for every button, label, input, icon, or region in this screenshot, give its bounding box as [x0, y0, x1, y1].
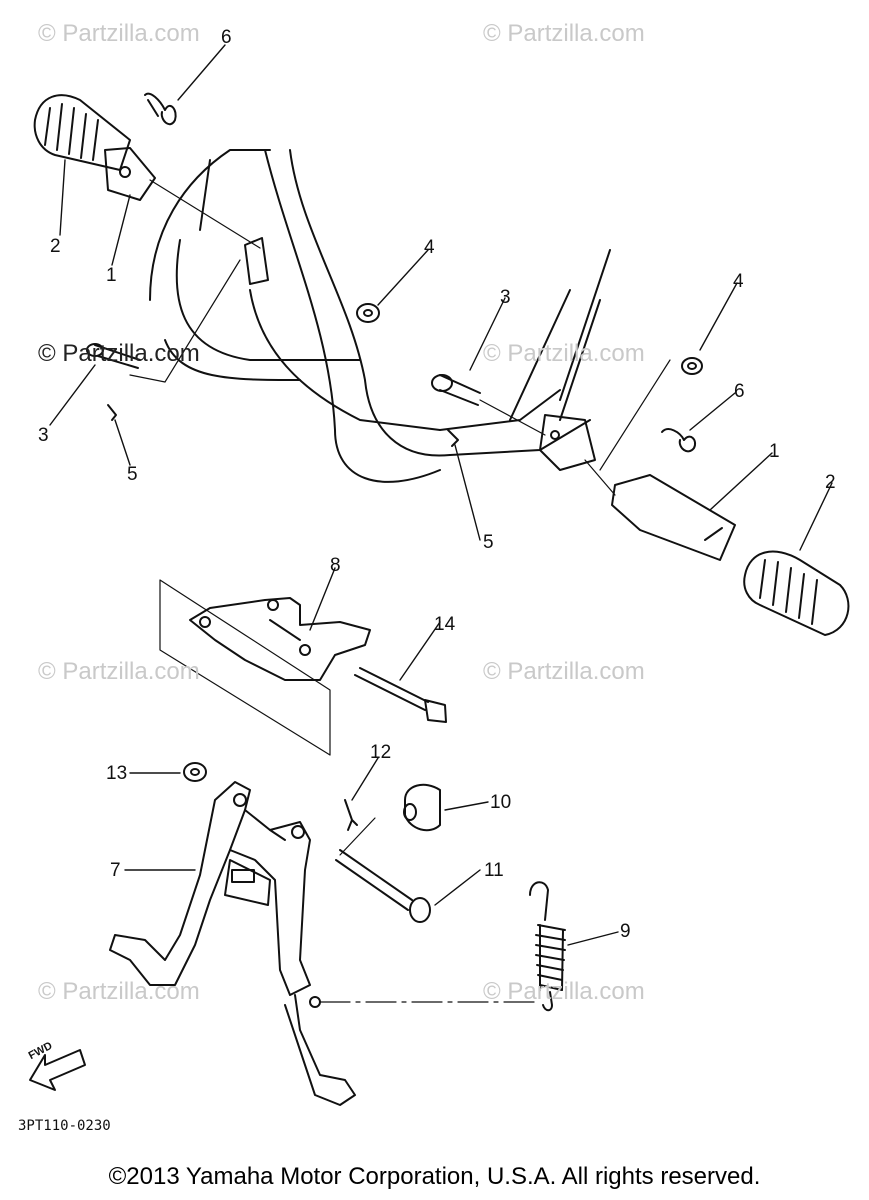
bolt-14	[355, 668, 428, 710]
watermark: © Partzilla.com	[38, 658, 200, 685]
right-washer-4	[682, 358, 702, 374]
callout-4: 4	[424, 237, 435, 258]
copyright-notice: ©2013 Yamaha Motor Corporation, U.S.A. A…	[108, 1163, 761, 1190]
left-footrest-rubber	[35, 95, 130, 170]
right-pin	[440, 375, 480, 405]
right-frame-bracket	[540, 415, 595, 470]
callout-6: 6	[734, 381, 745, 402]
callout-3: 3	[500, 287, 511, 308]
watermark: © Partzilla.com	[483, 978, 645, 1005]
watermark: © Partzilla.com	[38, 20, 200, 47]
callout-2: 2	[50, 236, 61, 257]
spring-9	[530, 882, 565, 1010]
left-pin-head	[87, 344, 103, 356]
callout-8: 8	[330, 555, 341, 576]
right-footrest-rubber	[744, 552, 848, 635]
callout-1: 1	[769, 441, 780, 462]
watermark: © Partzilla.com	[38, 978, 200, 1005]
callout-3: 3	[38, 425, 49, 446]
diagram-code: 3PT110-0230	[18, 1118, 111, 1134]
callout-9: 9	[620, 921, 631, 942]
callout-6: 6	[221, 27, 232, 48]
right-footrest-bracket	[612, 475, 735, 560]
callout-2: 2	[825, 472, 836, 493]
nut-13	[184, 763, 206, 781]
right-spring-6	[662, 429, 695, 451]
callout-13: 13	[106, 763, 128, 784]
stand-bracket	[190, 598, 370, 680]
stopper-10	[404, 785, 440, 830]
callout-leaders	[50, 45, 832, 945]
left-cotter-pin	[108, 405, 116, 420]
callout-5: 5	[127, 464, 138, 485]
right-cotter-pin	[448, 430, 458, 446]
forward-arrow	[30, 1050, 85, 1090]
left-spring-6	[145, 94, 176, 125]
callout-14: 14	[434, 614, 456, 635]
callout-12: 12	[370, 742, 392, 763]
pin-11	[336, 818, 430, 922]
watermark: © Partzilla.com	[38, 340, 200, 367]
center-stand	[110, 782, 540, 1105]
right-pin-head	[432, 375, 452, 391]
watermark: © Partzilla.com	[483, 340, 645, 367]
watermark: © Partzilla.com	[483, 20, 645, 47]
callout-4: 4	[733, 271, 744, 292]
left-footrest-bracket	[105, 148, 268, 382]
callout-10: 10	[490, 792, 512, 813]
cotter-pin-12	[345, 800, 357, 830]
frame-tubes	[150, 150, 610, 482]
callout-11: 11	[484, 860, 504, 881]
watermark: © Partzilla.com	[483, 658, 645, 685]
callout-7: 7	[110, 860, 121, 881]
stand-bracket-outline	[160, 580, 330, 755]
callout-5: 5	[483, 532, 494, 553]
callout-1: 1	[106, 265, 117, 286]
left-washer-4	[357, 304, 379, 322]
